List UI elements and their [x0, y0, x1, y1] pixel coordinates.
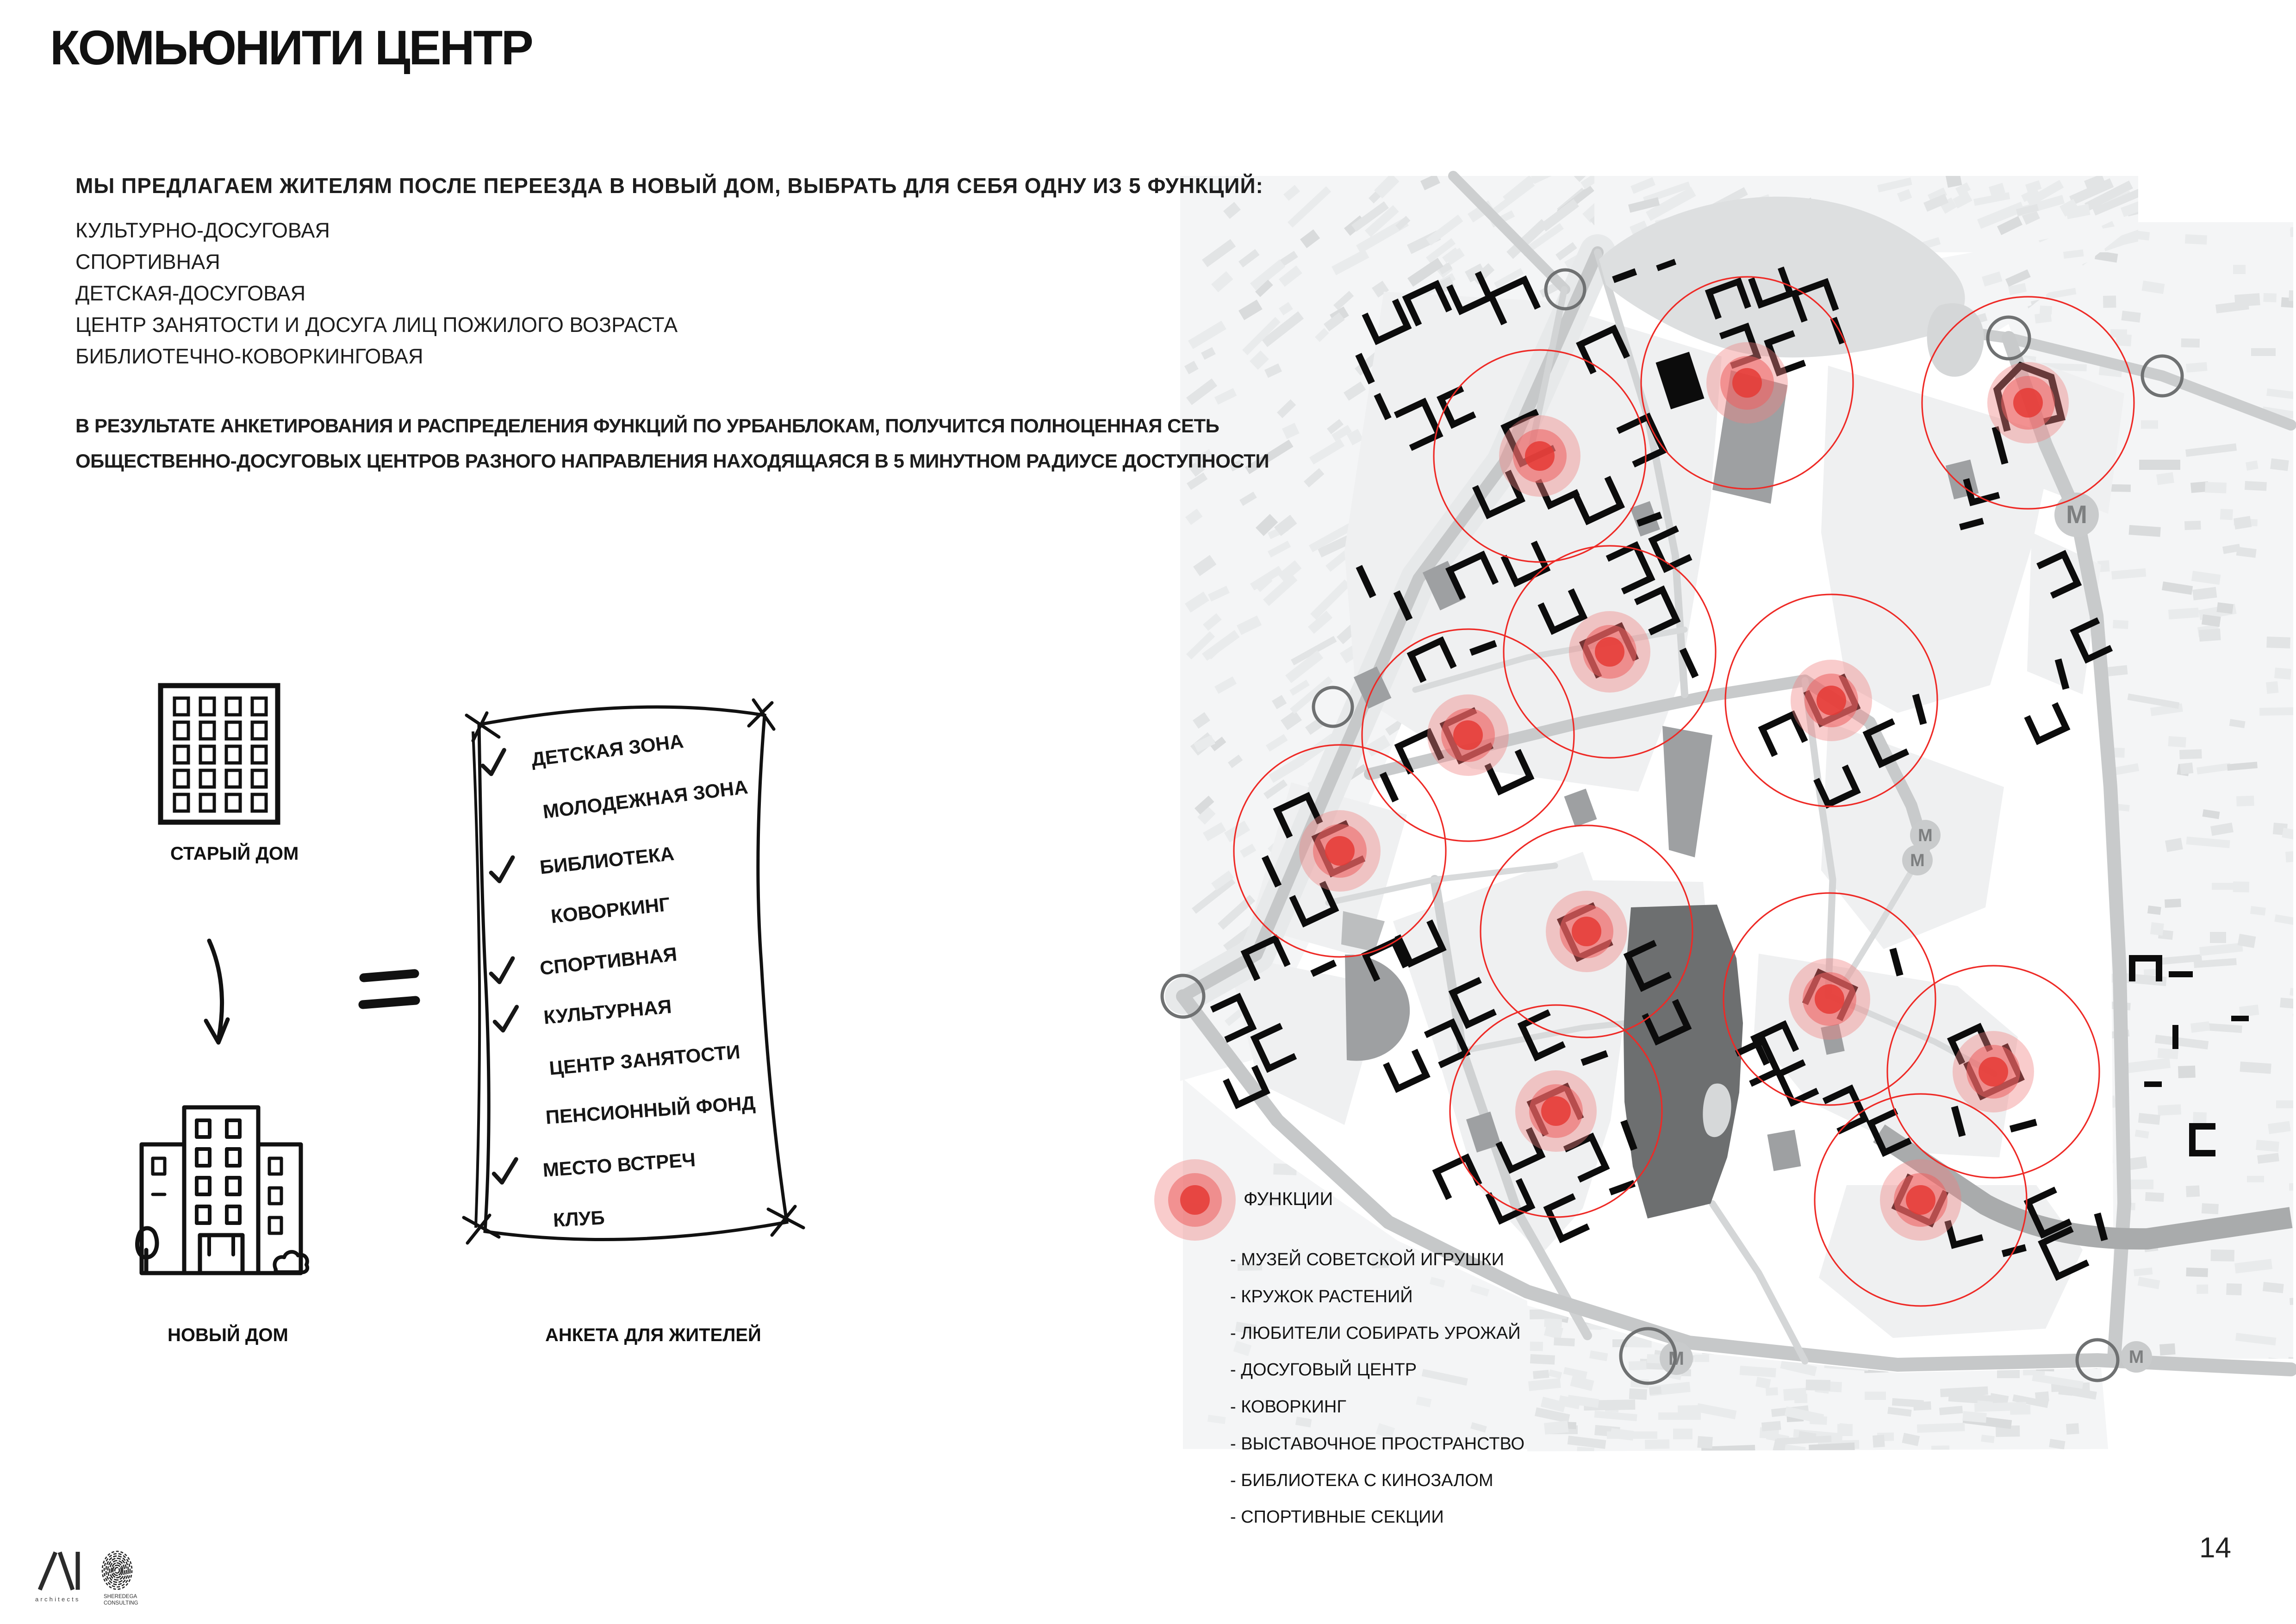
svg-text:М: М	[1918, 826, 1933, 845]
svg-text:CONSULTING: CONSULTING	[104, 1600, 138, 1606]
svg-text:М: М	[1910, 851, 1925, 870]
svg-text:КЛУБ: КЛУБ	[553, 1206, 605, 1231]
svg-text:architects: architects	[35, 1596, 81, 1603]
svg-text:М: М	[2129, 1347, 2144, 1367]
svg-text:SHEREDEGA: SHEREDEGA	[104, 1594, 137, 1599]
svg-text:М: М	[2066, 500, 2087, 529]
